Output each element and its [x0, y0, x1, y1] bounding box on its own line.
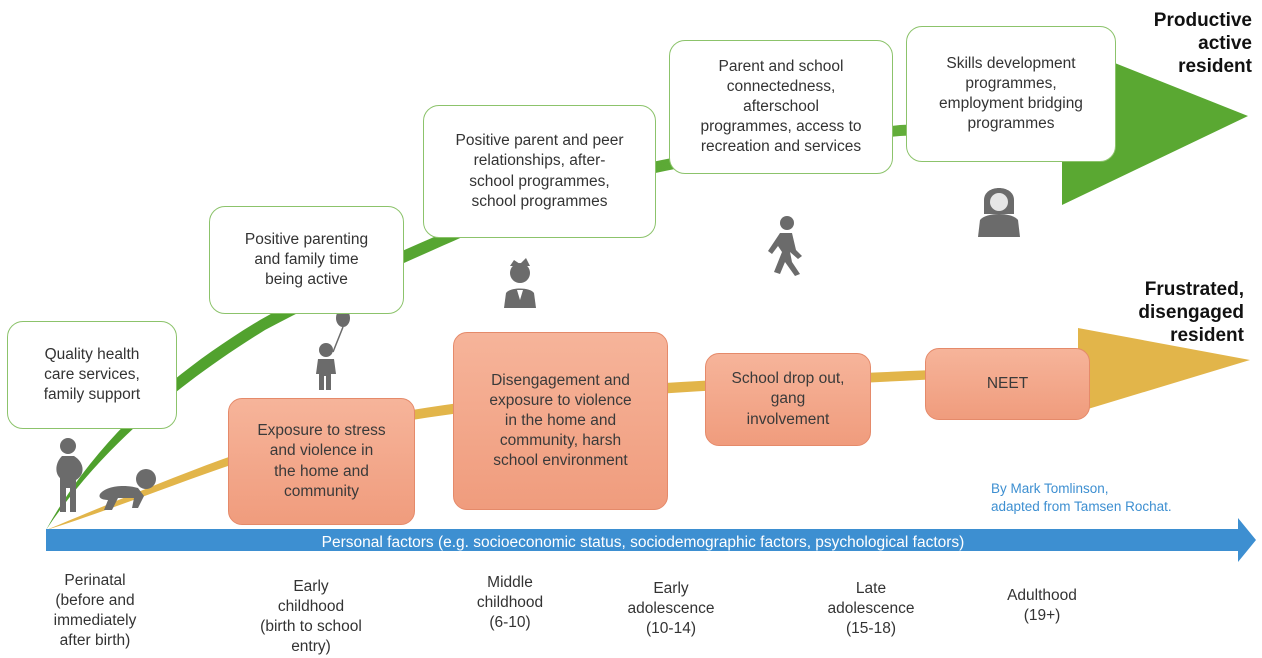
- stage-label-early-adolescence: Early adolescence (10-14): [627, 580, 715, 638]
- risk-box-adulthood: NEET: [925, 348, 1090, 420]
- risk-box-middle-childhood: Disengagement and exposure to violence i…: [453, 332, 668, 510]
- personal-factors-label: Personal factors (e.g. socioeconomic sta…: [321, 534, 965, 551]
- personal-factors-arrow: [46, 518, 1256, 562]
- outcome-frustrated-label: Frustrated, disengaged resident: [1138, 279, 1244, 346]
- crawling-baby-icon: [99, 469, 156, 510]
- protective-box-adulthood: Skills development programmes, employmen…: [906, 26, 1116, 162]
- pregnant-woman-icon: [56, 438, 83, 512]
- schoolboy-icon: [504, 258, 536, 308]
- walking-teen-icon: [768, 216, 802, 276]
- risk-box-adolescence: School drop out, gang involvement: [705, 353, 871, 446]
- risk-box-early-childhood: Exposure to stress and violence in the h…: [228, 398, 415, 525]
- protective-box-early-childhood: Positive parenting and family time being…: [209, 206, 404, 314]
- protective-box-middle-childhood: Positive parent and peer relationships, …: [423, 105, 656, 238]
- stage-label-middle-childhood: Middle childhood (6-10): [476, 574, 544, 632]
- stage-label-adulthood: Adulthood (19+): [1007, 587, 1077, 625]
- protective-box-early-adolescence: Parent and school connectedness, aftersc…: [669, 40, 893, 174]
- child-with-balloon-icon: [316, 309, 350, 390]
- stage-label-early-childhood: Early childhood (birth to school entry): [260, 578, 362, 656]
- negative-trajectory-arrowhead: [1078, 328, 1250, 412]
- stage-label-perinatal: Perinatal (before and immediately after …: [53, 572, 137, 650]
- stage-label-late-adolescence: Late adolescence (15-18): [827, 580, 915, 638]
- adult-woman-icon: [978, 188, 1020, 237]
- protective-box-perinatal: Quality health care services, family sup…: [7, 321, 177, 429]
- attribution-credit: By Mark Tomlinson, adapted from Tamsen R…: [991, 481, 1172, 515]
- outcome-productive-label: Productive active resident: [1153, 10, 1252, 77]
